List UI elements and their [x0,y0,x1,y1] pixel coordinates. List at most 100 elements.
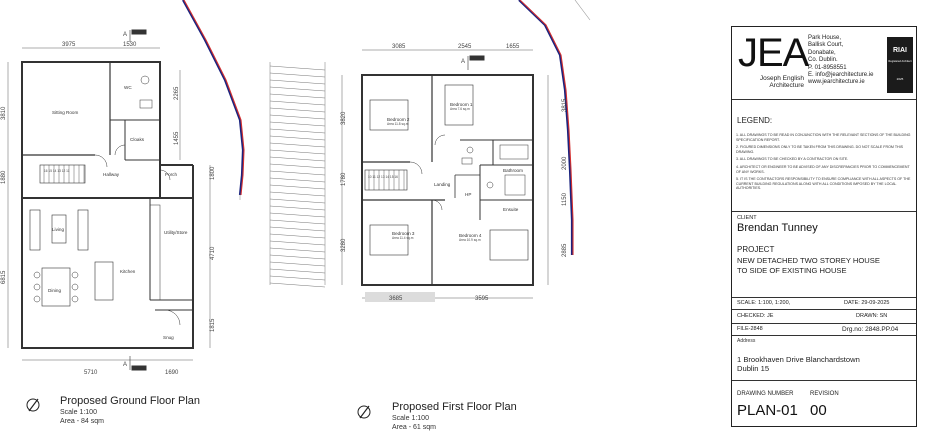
drawing-line [269,275,326,281]
legend-note: 1. ALL DRAWINGS TO BE READ IN CONJUNCTIO… [736,133,911,142]
drawing-line [269,261,326,267]
date-field: DATE: 29-09-2025 [844,300,890,306]
drawing-line [269,79,326,85]
drawing-line [269,177,326,183]
gf-dim-mid-a: 2265 [174,86,180,100]
drawing-line [269,114,326,120]
ff-room-bed1-area: Area 7.6 sq.m [450,107,470,111]
site-boundary-lines [182,0,591,255]
drawing-no-field: Drg.no: 2848.PP.04 [842,326,899,333]
drawing-line [269,205,326,211]
ff-dim-right-b: 2000 [562,156,568,170]
gf-room-sitting: Sitting Room [52,110,78,115]
ff-room-landing: Landing [434,182,451,187]
ff-room-bed2-area: Area 11.8 sq.m [387,122,409,126]
ff-stair-numbers: 10 11 12 13 14 15 16 [368,175,398,179]
drawing-line [269,149,326,155]
drawing-line [269,107,326,113]
ff-room-hp: HP [465,192,471,197]
first-floor-title: Proposed First Floor Plan [392,401,517,413]
drawing-line [269,128,326,134]
ff-dim-left-c: 3280 [341,238,347,252]
drawing-line [269,170,326,176]
drawing-line [269,240,326,246]
address-label: Address [737,338,756,344]
ff-room-bed4-area: Area 10.9 sq.m [459,238,481,242]
address-line: Donabate, [808,49,836,56]
drawing-line [269,65,326,71]
drawing-line [269,121,326,127]
ff-room-ensuite: Ensuite [503,207,519,212]
ff-dim-top-c: 1655 [506,44,520,50]
riai-label: RIAI [893,47,907,54]
drawing-line [269,72,326,78]
checked-field: CHECKED: JE [737,313,774,319]
riai-sub: Registered Architect [888,60,912,63]
gf-room-dining: Dining [48,288,61,293]
legend-title: LEGEND: [737,116,773,125]
ff-room-bed3: Bedroom 3 [392,231,415,236]
ff-room-bed2: Bedroom 2 [387,117,410,122]
first-floor-scale: Scale 1:100 [392,415,429,422]
gf-dim-left-b: 1880 [1,170,7,184]
ff-dim-right-a: 3815 [562,98,568,112]
drawing-line [269,212,326,218]
drawing-number-label: DRAWING NUMBER [737,391,794,397]
drawing-line [269,198,326,204]
site-address-line-1: 1 Brookhaven Drive Blanchardstown [737,355,860,364]
address-line: Co. Dublin. [808,57,838,64]
gf-room-living: Living [52,227,64,232]
ff-dim-left-a: 3820 [341,111,347,125]
ff-room-bed3-area: Area 11.4 sq.m [392,236,414,240]
address-line: Park House, [808,35,842,41]
drawing-line [269,163,326,169]
ground-floor-labels: 3975 1530 A 3810 1880 6815 2265 1455 180… [1,32,216,376]
ground-floor-title: Proposed Ground Floor Plan [60,395,201,407]
ff-dim-bottom-b: 3595 [475,296,489,302]
ff-dim-top-b: 2545 [458,44,472,50]
file-field: FILE-2848 [737,326,763,332]
company-logo: JEA Joseph English Architecture [738,33,809,97]
ff-section-marker: A [461,59,465,65]
site-address: 1 Brookhaven Drive Blanchardstown Dublin… [737,355,860,373]
gf-dim-mid-b: 1455 [174,131,180,145]
legend-note: 4. ARCHITECT OR ENGINEER TO BE ADVISED O… [736,164,910,174]
address-line: Ballisk Court, [808,42,844,49]
drawing-line [269,233,326,239]
gf-dim-top-a: 3975 [62,42,76,48]
drawing-number: PLAN-01 [737,402,798,419]
ff-room-bathroom: Bathroom [503,168,523,173]
drawing-line [269,142,326,148]
project-line-1: NEW DETACHED TWO STOREY HOUSE [737,256,880,265]
gf-room-utility: Utility/Store [164,230,188,235]
title-block: JEA Joseph English Architecture Park Hou… [731,26,917,427]
gf-dim-left-a: 3810 [1,106,7,120]
gf-room-cloaks: Cloaks [130,137,145,142]
legend-note: 5. IT IS THE CONTRACTORS RESPONSIBILITY … [736,177,911,191]
gf-section-marker: A [123,32,127,38]
drawing-line [269,100,326,106]
revision-label: REVISION [810,391,839,397]
gf-room-wc: WC [124,85,132,90]
first-floor-plan [341,49,549,302]
first-floor-labels: 3085 2545 1655 A 3820 1780 3280 3815 200… [341,44,568,302]
north-arrow-icon [357,405,371,419]
gf-room-kitchen: Kitchen [120,269,136,274]
logo-name-2: Architecture [769,82,804,89]
project-line-2: TO SIDE OF EXISTING HOUSE [737,266,847,275]
revision-number: 00 [810,402,827,419]
drawing-line [269,282,326,288]
drawing-line [269,268,326,274]
drawing-line [269,86,326,92]
scale-field: SCALE: 1:100, 1:200, [737,300,791,306]
office-web: www.jearchitecture.ie [808,79,865,86]
ground-floor-scale: Scale 1:100 [60,409,97,416]
drawing-line [269,254,326,260]
project-label: PROJECT [737,245,775,254]
gf-room-snug: Snug [163,335,174,340]
drawn-field: DRAWN: SN [856,313,888,319]
gf-stair-numbers: 16 15 14 13 12 11 [44,169,70,173]
drawing-line [269,191,326,197]
gf-dim-mid-e: 1815 [210,318,216,332]
ff-dim-top-a: 3085 [392,44,406,50]
